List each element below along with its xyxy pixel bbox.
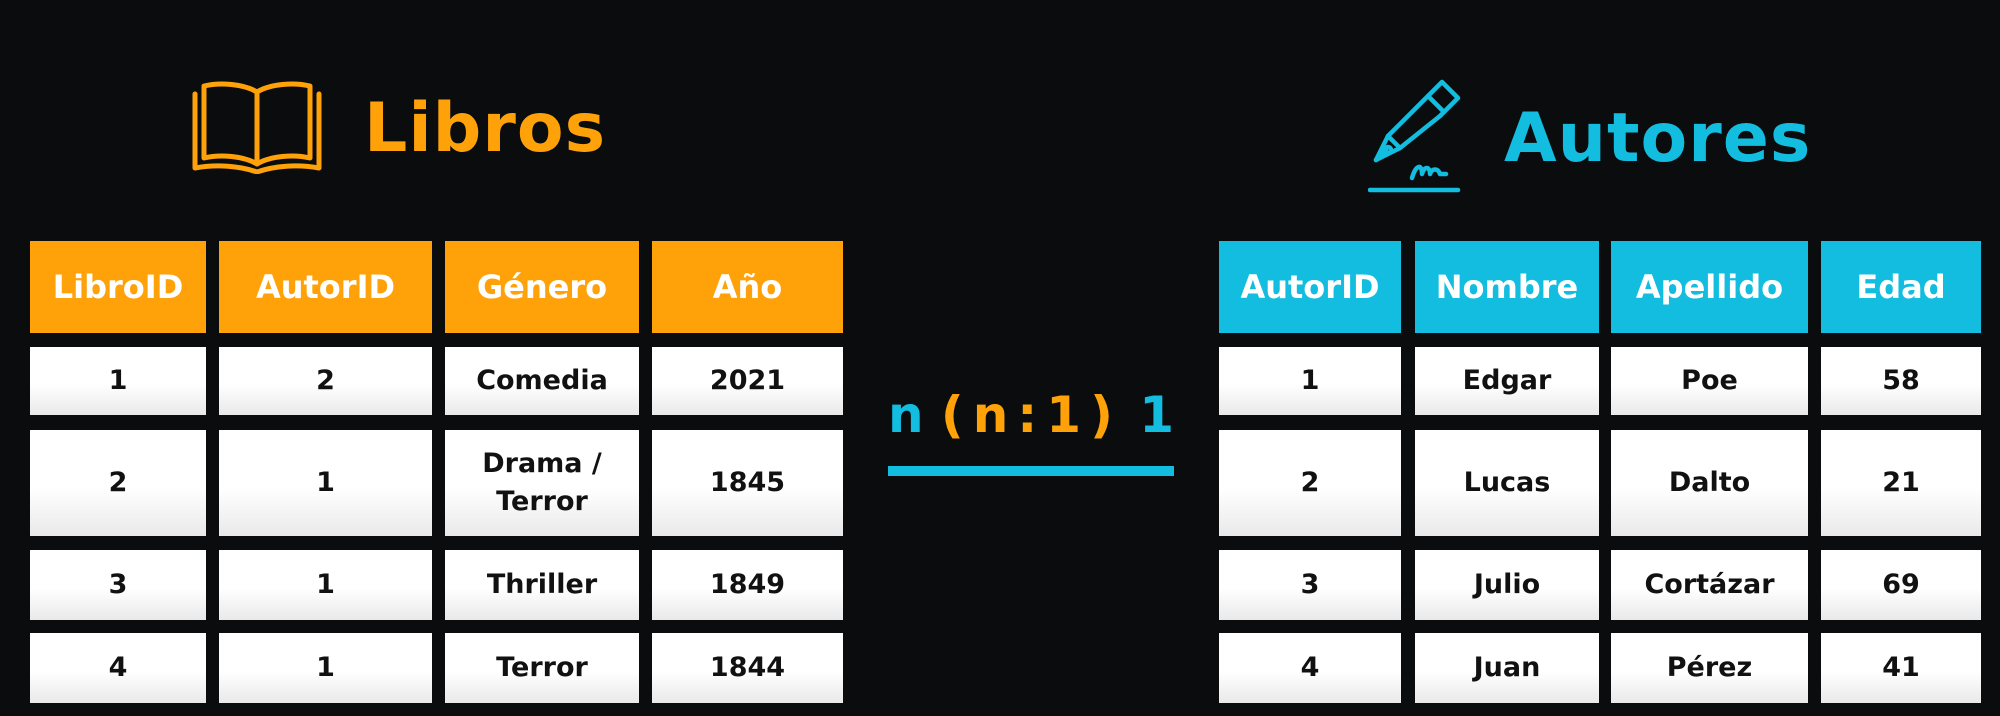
libros-cell-r4-c2: 1 [219, 633, 432, 703]
autores-cell-r4-c2: Juan [1415, 633, 1599, 703]
autores-cell-r1-c3: Poe [1611, 347, 1808, 415]
libros-cell-r3-c4: 1849 [652, 550, 843, 620]
libros-cell-r2-c4: 1845 [652, 430, 843, 536]
libros-cell-r3-c2: 1 [219, 550, 432, 620]
relation-left-n: n [888, 386, 924, 444]
libros-cell-r1-c4: 2021 [652, 347, 843, 415]
autores-cell-r2-c4: 21 [1821, 430, 1981, 536]
autores-cell-r1-c1: 1 [1219, 347, 1401, 415]
libros-title: Libros [192, 78, 606, 178]
autores-cell-r3-c4: 69 [1821, 550, 1981, 620]
libros-header-3: Año [652, 241, 843, 333]
libros-cell-r3-c1: 3 [30, 550, 206, 620]
libros-cell-r2-c2: 1 [219, 430, 432, 536]
libros-cell-r2-c3: Drama / Terror [445, 430, 639, 536]
autores-cell-r2-c2: Lucas [1415, 430, 1599, 536]
libros-cell-r1-c3: Comedia [445, 347, 639, 415]
relation-cardinality-label: n (n:1) 1 [888, 386, 1174, 444]
autores-cell-r2-c1: 2 [1219, 430, 1401, 536]
libros-cell-r4-c3: Terror [445, 633, 639, 703]
autores-cell-r3-c3: Cortázar [1611, 550, 1808, 620]
libros-header-2: Género [445, 241, 639, 333]
libros-cell-r2-c1: 2 [30, 430, 206, 536]
autores-title: Autores [1367, 78, 1812, 198]
autores-cell-r3-c1: 3 [1219, 550, 1401, 620]
autores-header-3: Edad [1821, 241, 1981, 333]
libros-header-0: LibroID [30, 241, 206, 333]
relation-line [888, 466, 1174, 476]
relation-right-1: 1 [1139, 386, 1174, 444]
libros-cell-r4-c4: 1844 [652, 633, 843, 703]
libros-title-text: Libros [364, 88, 607, 168]
libros-cell-r1-c1: 1 [30, 347, 206, 415]
open-book-icon [192, 78, 322, 178]
libros-header-1: AutorID [219, 241, 432, 333]
autores-cell-r4-c4: 41 [1821, 633, 1981, 703]
autores-cell-r1-c4: 58 [1821, 347, 1981, 415]
libros-cell-r1-c2: 2 [219, 347, 432, 415]
autores-header-2: Apellido [1611, 241, 1808, 333]
autores-cell-r3-c2: Julio [1415, 550, 1599, 620]
autores-cell-r4-c3: Pérez [1611, 633, 1808, 703]
relation-middle: (n:1) [940, 386, 1122, 444]
autores-cell-r1-c2: Edgar [1415, 347, 1599, 415]
autores-cell-r4-c1: 4 [1219, 633, 1401, 703]
autores-cell-r2-c3: Dalto [1611, 430, 1808, 536]
libros-cell-r4-c1: 4 [30, 633, 206, 703]
libros-cell-r3-c3: Thriller [445, 550, 639, 620]
autores-header-1: Nombre [1415, 241, 1599, 333]
fountain-pen-signature-icon [1367, 78, 1464, 198]
autores-title-text: Autores [1504, 98, 1812, 178]
autores-header-0: AutorID [1219, 241, 1401, 333]
